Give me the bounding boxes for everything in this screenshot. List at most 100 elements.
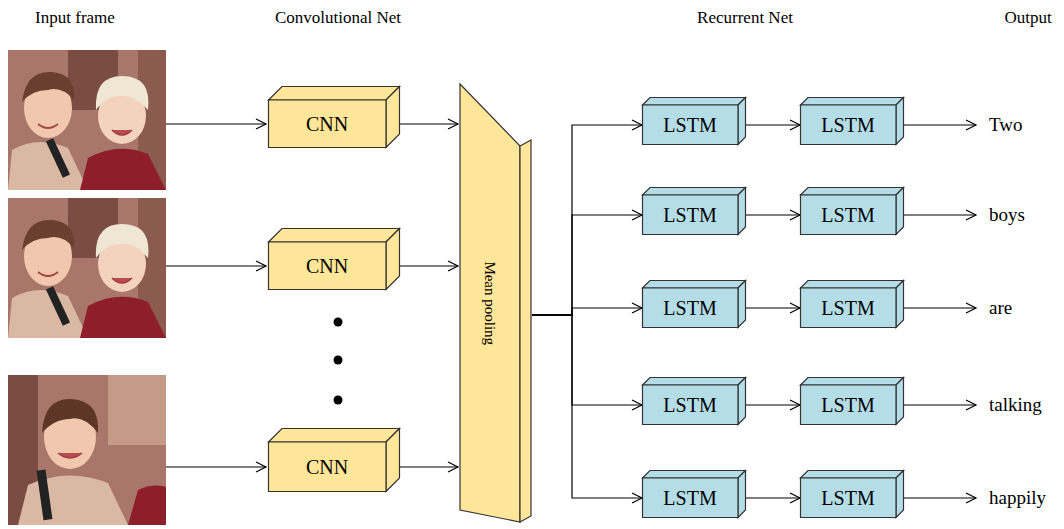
output-word: are (989, 298, 1012, 319)
connector-arrow (532, 308, 642, 315)
cnn-block: CNN (268, 428, 400, 492)
ellipsis-dots (334, 318, 343, 405)
box-face: LSTM (800, 478, 896, 518)
box-facet (643, 288, 739, 328)
box-facet (801, 281, 904, 289)
connector-arrow (532, 215, 642, 315)
connector-arrow (746, 404, 800, 405)
box-facet (738, 98, 746, 145)
box-face: LSTM (642, 105, 738, 145)
box-facet (386, 229, 400, 290)
box-facet (801, 98, 904, 106)
connector-arrow (400, 466, 458, 467)
box-facet (643, 478, 739, 518)
box-facet (738, 471, 746, 518)
box-facet (643, 98, 746, 106)
box-facet (386, 429, 400, 492)
block-label: CNN (306, 255, 348, 277)
lstm-cell: LSTM (642, 97, 746, 145)
block-label: LSTM (821, 394, 874, 416)
box-facet (801, 378, 904, 386)
box-facet (801, 188, 904, 196)
box-face: LSTM (800, 195, 896, 235)
box-facet (896, 281, 904, 328)
box-facet (520, 140, 531, 522)
connector-arrow (532, 125, 642, 315)
box-face: CNN (268, 100, 386, 148)
box-facet (738, 378, 746, 425)
box-face: Mean pooling (460, 82, 520, 524)
box-facet (269, 442, 387, 492)
box-facet (896, 98, 904, 145)
connector-arrow (746, 124, 800, 125)
lstm-cell: LSTM (800, 97, 904, 145)
lstm-cell: LSTM (642, 470, 746, 518)
box-facet (386, 87, 400, 148)
cnn-block: CNN (268, 86, 400, 148)
block-label: LSTM (663, 394, 716, 416)
box-facet (738, 281, 746, 328)
layer-label: Mean pooling (482, 261, 499, 345)
input-frame-photo (8, 198, 166, 338)
box-facet (269, 100, 387, 148)
box-facet (643, 105, 739, 145)
box-facet (269, 429, 400, 443)
block-label: LSTM (821, 297, 874, 319)
box-facet (801, 195, 897, 235)
lstm-cell: LSTM (642, 280, 746, 328)
block-label: CNN (306, 456, 348, 478)
lstm-cell: LSTM (642, 377, 746, 425)
box-facet (801, 385, 897, 425)
box-face: LSTM (642, 288, 738, 328)
lstm-cell: LSTM (800, 280, 904, 328)
block-label: LSTM (821, 114, 874, 136)
block-label: LSTM (821, 487, 874, 509)
connector-arrow (746, 307, 800, 308)
box-facet (269, 87, 400, 101)
column-header: Input frame (35, 9, 115, 28)
box-facet (896, 188, 904, 235)
box-facet (896, 471, 904, 518)
block-label: CNN (306, 113, 348, 135)
input-frame-photo (8, 375, 166, 525)
connector-arrow (532, 315, 642, 498)
column-header: Recurrent Net (697, 9, 793, 28)
mean-pooling-layer: Mean pooling (458, 82, 532, 524)
box-face: CNN (268, 442, 386, 492)
box-facet (643, 281, 746, 289)
box-face: LSTM (642, 195, 738, 235)
block-label: LSTM (663, 114, 716, 136)
lstm-cell: LSTM (800, 187, 904, 235)
lstm-cell: LSTM (800, 377, 904, 425)
output-word: happily (989, 488, 1046, 509)
box-face: LSTM (642, 385, 738, 425)
frame-arrows (166, 124, 976, 498)
box-facet (801, 105, 897, 145)
box-facet (643, 378, 746, 386)
box-facet (460, 84, 520, 522)
box-facet (801, 288, 897, 328)
box-facet (896, 378, 904, 425)
box-face: LSTM (800, 288, 896, 328)
box-facet (643, 385, 739, 425)
connector-arrow (400, 265, 458, 266)
input-frame-photo (8, 50, 166, 190)
lstm-cell: LSTM (800, 470, 904, 518)
box-facet (643, 188, 746, 196)
box-facet (738, 188, 746, 235)
box-face: CNN (268, 242, 386, 290)
block-label: LSTM (663, 204, 716, 226)
box-facet (643, 195, 739, 235)
cnn-block: CNN (268, 228, 400, 290)
box-facet (269, 242, 387, 290)
output-word: Two (989, 115, 1023, 136)
box-facet (269, 229, 400, 243)
block-label: LSTM (821, 204, 874, 226)
column-header: Output (1004, 9, 1051, 28)
box-face: LSTM (800, 385, 896, 425)
output-word: boys (989, 205, 1025, 226)
connector-arrow (400, 123, 458, 124)
box-facet (801, 471, 904, 479)
